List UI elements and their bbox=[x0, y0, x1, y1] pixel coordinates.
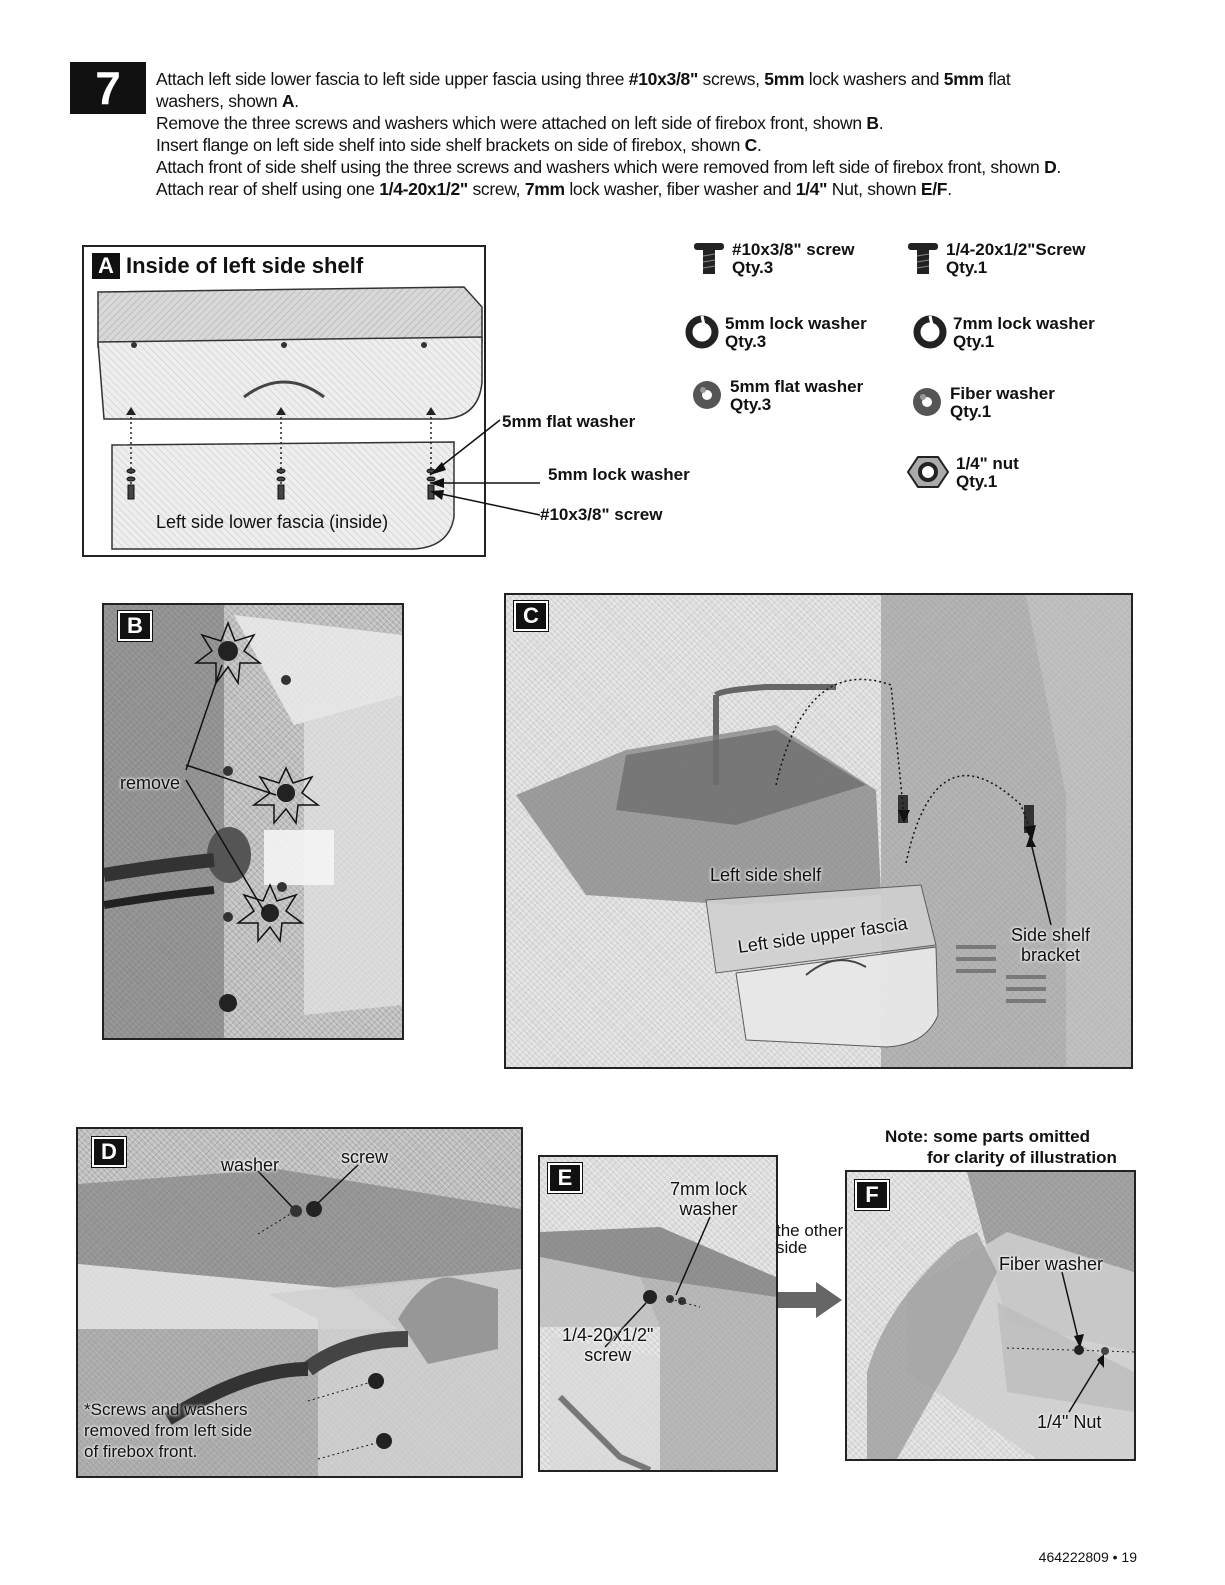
instruction-line-4: Insert flange on left side shelf into si… bbox=[156, 135, 762, 155]
note-line-1: *Screws and washers bbox=[84, 1400, 248, 1419]
other-line-1: the other bbox=[776, 1221, 844, 1240]
part-name: Fiber washer bbox=[950, 384, 1055, 403]
fiber-washer-label: Fiber washer bbox=[999, 1254, 1104, 1274]
panel-a-letter: A bbox=[92, 253, 120, 279]
note-line-a: Note: some parts omitted bbox=[885, 1127, 1090, 1146]
screw-icon bbox=[908, 243, 938, 274]
lock-line-2: washer bbox=[679, 1199, 738, 1219]
part-qty: Qty.1 bbox=[946, 258, 988, 277]
panel-a-leaders bbox=[429, 419, 541, 516]
part-name: 7mm lock washer bbox=[953, 314, 1095, 333]
washer-label: washer bbox=[221, 1155, 280, 1175]
bracket-line-2: bracket bbox=[1021, 945, 1081, 965]
instruction-line-6: Attach rear of shelf using one 1/4-20x1/… bbox=[156, 179, 952, 199]
panel-a-title: Inside of left side shelf bbox=[126, 253, 364, 278]
instruction-line-5: Attach front of side shelf using the thr… bbox=[156, 157, 1061, 177]
nut-icon bbox=[906, 456, 950, 488]
lower-fascia-label: Left side lower fascia (inside) bbox=[156, 512, 389, 532]
panel-d: D washer screw *Screws and washers remov… bbox=[76, 1127, 523, 1478]
panel-a: A Inside of left side shelf Left si bbox=[82, 245, 486, 557]
note-line-2: removed from left side bbox=[84, 1421, 253, 1440]
7mm-lock-washer-label: 7mm lock washer bbox=[670, 1179, 747, 1219]
part-qty: Qty.1 bbox=[956, 472, 998, 491]
part-name: 1/4" nut bbox=[956, 454, 1019, 473]
screws-removed-note: *Screws and washers removed from left si… bbox=[84, 1399, 252, 1462]
instruction-line-1: Attach left side lower fascia to left si… bbox=[156, 69, 1011, 89]
remove-label: remove bbox=[120, 773, 181, 793]
other-line-2: side bbox=[776, 1238, 808, 1257]
lock-washer-icon bbox=[913, 315, 947, 349]
panel-b-letter: B bbox=[117, 610, 153, 642]
note-line-3: of firebox front. bbox=[84, 1442, 198, 1461]
part-qty: Qty.1 bbox=[953, 332, 995, 351]
part-qty: Qty.3 bbox=[732, 258, 774, 277]
left-side-shelf-label: Left side shelf bbox=[710, 865, 822, 885]
panel-f-letter: F bbox=[854, 1179, 890, 1211]
part-qty: Qty.3 bbox=[725, 332, 767, 351]
screw-label: screw bbox=[341, 1147, 389, 1167]
panel-c: C Left side shelf Left side upper fascia… bbox=[504, 593, 1133, 1069]
callout-5mm-flat-washer: 5mm flat washer bbox=[502, 412, 636, 431]
callout-10x3-8-screw: #10x3/8" screw bbox=[540, 505, 663, 524]
panel-e-illustration bbox=[540, 1216, 776, 1470]
the-other-side-label: the other side bbox=[776, 1222, 843, 1256]
note-line-b: for clarity of illustration bbox=[927, 1148, 1117, 1167]
1-4-20x1-2-screw-label: 1/4-20x1/2" screw bbox=[562, 1325, 653, 1365]
part-name: 5mm lock washer bbox=[725, 314, 867, 333]
screw-line-1: 1/4-20x1/2" bbox=[562, 1325, 654, 1345]
panel-b: B remove bbox=[102, 603, 404, 1040]
flat-washer-icon bbox=[693, 381, 721, 409]
panel-a-illustration bbox=[97, 286, 483, 550]
panel-a-header: A Inside of left side shelf bbox=[92, 253, 363, 279]
instruction-line-2: washers, shown A. bbox=[156, 91, 299, 111]
screw-line-2: screw bbox=[584, 1345, 632, 1365]
part-name: 1/4-20x1/2"Screw bbox=[946, 240, 1086, 259]
panel-f-illustration bbox=[867, 1172, 1134, 1459]
callout-5mm-lock-washer: 5mm lock washer bbox=[548, 465, 690, 484]
panel-e: E 7mm lock washer 1/4-20x1/2" screw bbox=[538, 1155, 778, 1472]
page-number: 464222809 • 19 bbox=[1038, 1549, 1137, 1565]
step-number-badge: 7 bbox=[70, 62, 146, 114]
panel-e-letter: E bbox=[547, 1162, 583, 1194]
panel-d-illustration bbox=[78, 1164, 521, 1476]
panel-c-letter: C bbox=[513, 600, 549, 632]
instructions: Attach left side lower fascia to left si… bbox=[156, 68, 1166, 200]
flat-washer-icon bbox=[913, 388, 941, 416]
panel-f: F Fiber washer 1/4" Nut bbox=[845, 1170, 1136, 1461]
side-shelf-bracket-label: Side shelf bracket bbox=[1011, 925, 1090, 965]
part-qty: Qty.1 bbox=[950, 402, 992, 421]
part-name: #10x3/8" screw bbox=[732, 240, 855, 259]
screw-icon bbox=[694, 243, 724, 274]
instruction-line-3: Remove the three screws and washers whic… bbox=[156, 113, 884, 133]
lock-line-1: 7mm lock bbox=[670, 1179, 748, 1199]
panel-c-illustration bbox=[516, 595, 1131, 1067]
clarity-note: Note: some parts omitted for clarity of … bbox=[885, 1126, 1117, 1168]
part-name: 5mm flat washer bbox=[730, 377, 864, 396]
1-4-nut-label: 1/4" Nut bbox=[1037, 1412, 1102, 1432]
panel-b-illustration bbox=[104, 605, 402, 1038]
panel-d-letter: D bbox=[91, 1136, 127, 1168]
lock-washer-icon bbox=[685, 315, 719, 349]
right-arrow-icon bbox=[778, 1282, 842, 1318]
bracket-line-1: Side shelf bbox=[1011, 925, 1091, 945]
part-qty: Qty.3 bbox=[730, 395, 772, 414]
